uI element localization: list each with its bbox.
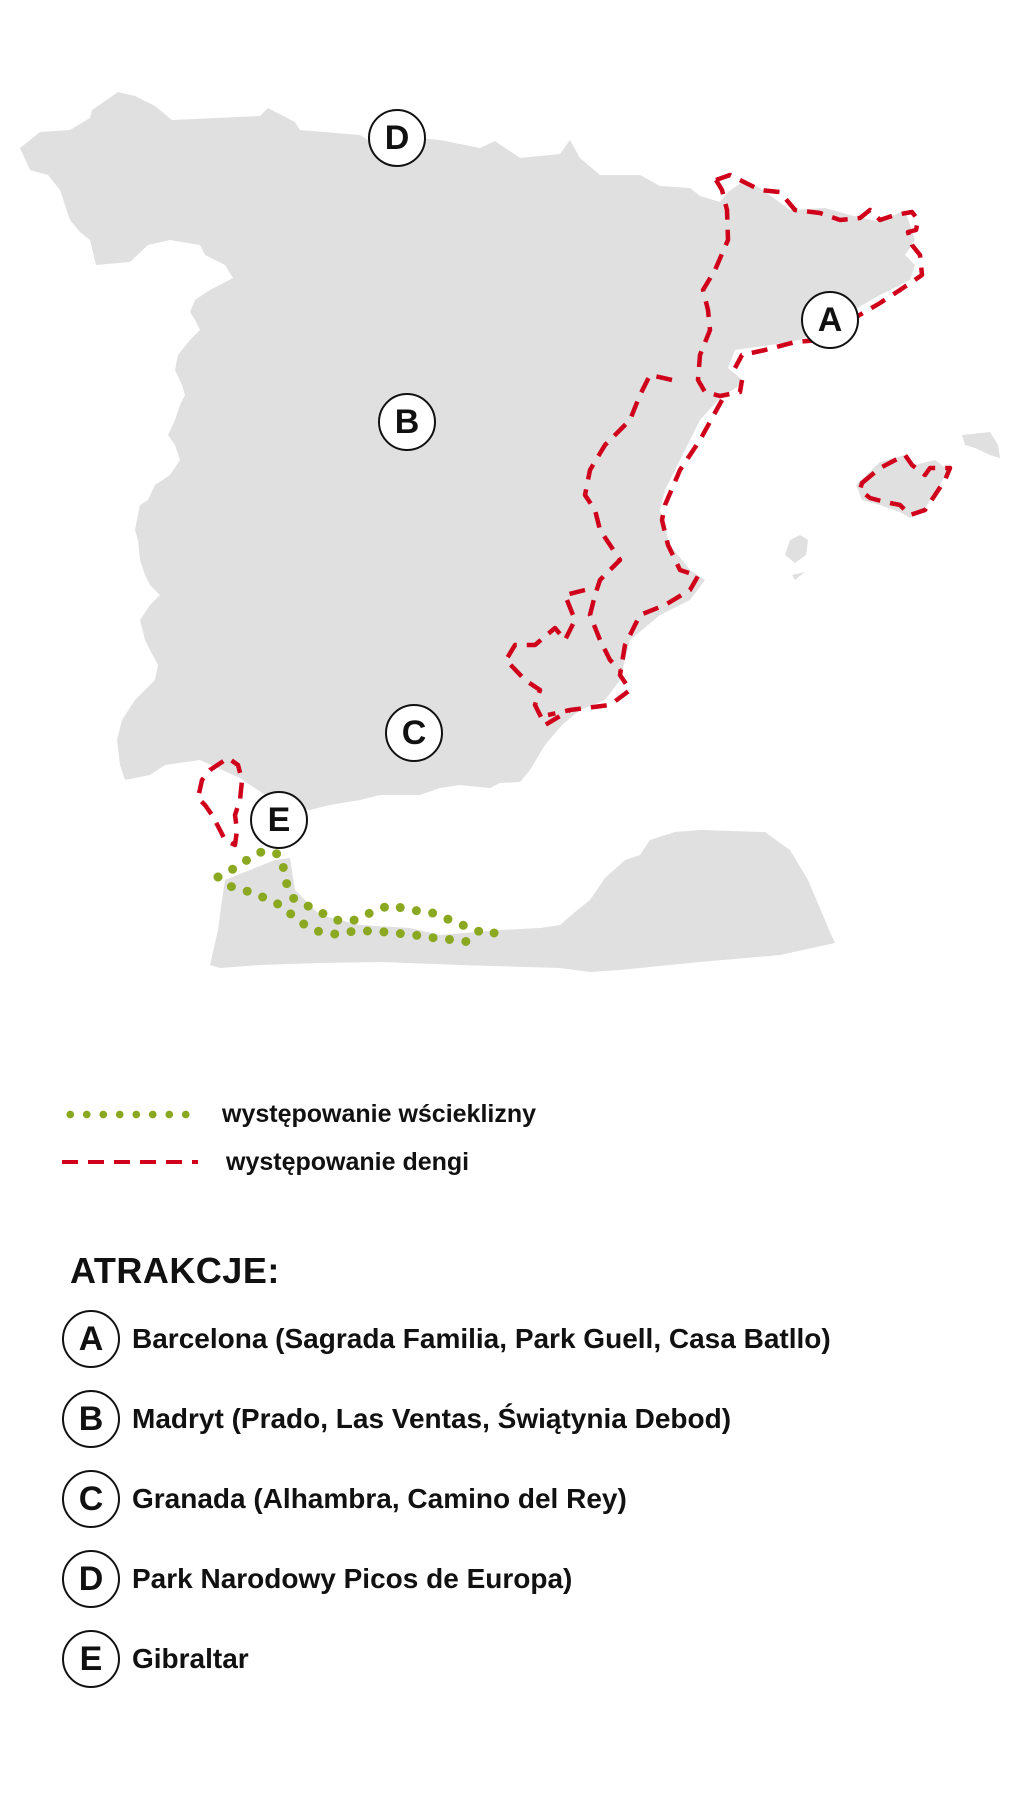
marker-letter: D (384, 119, 410, 157)
legend-item-dengue: występowanie dengi (62, 1138, 536, 1186)
dashed-line-icon (62, 1160, 198, 1164)
attraction-item: E Gibraltar (62, 1630, 831, 1688)
attraction-item: B Madryt (Prado, Las Ventas, Świątynia D… (62, 1390, 831, 1448)
dengue-areas (195, 172, 953, 848)
letter-badge: A (62, 1310, 120, 1368)
legend-item-rabies: występowanie wścieklizny (62, 1090, 536, 1138)
map-graphic (20, 92, 1000, 972)
attraction-item: C Granada (Alhambra, Camino del Rey) (62, 1470, 831, 1528)
map-marker-c: C (385, 704, 443, 762)
dengue-area-murcia (503, 587, 586, 728)
attraction-text: Barcelona (Sagrada Familia, Park Guell, … (132, 1323, 831, 1354)
spain-mainland-shape (20, 92, 915, 810)
attraction-item: A Barcelona (Sagrada Familia, Park Guell… (62, 1310, 831, 1368)
letter-badge: E (62, 1630, 120, 1688)
attraction-text: Granada (Alhambra, Camino del Rey) (132, 1483, 627, 1514)
legend-label: występowanie dengi (226, 1147, 470, 1176)
attractions-list: A Barcelona (Sagrada Familia, Park Guell… (62, 1310, 831, 1710)
dotted-line-icon (62, 1109, 194, 1119)
attractions-title: ATRAKCJE: (70, 1250, 280, 1291)
map-marker-b: B (378, 393, 436, 451)
marker-letter: B (394, 403, 420, 441)
dengue-area-catalonia (715, 172, 925, 370)
marker-letter: A (817, 301, 843, 339)
marker-letter: E (267, 801, 291, 839)
attraction-text: Gibraltar (132, 1643, 249, 1674)
attraction-item: D Park Narodowy Picos de Europa) (62, 1550, 831, 1608)
rabies-area (213, 846, 505, 947)
dengue-area-mallorca (857, 452, 953, 518)
letter-badge: B (62, 1390, 120, 1448)
legend-label: występowanie wścieklizny (222, 1099, 537, 1128)
dengue-area-valencia (547, 398, 724, 718)
menorca-shape (962, 432, 1000, 458)
map-legend: występowanie wścieklizny występowanie de… (62, 1090, 536, 1186)
dengue-area-huelva (195, 755, 245, 848)
marker-letter: C (401, 714, 427, 752)
spain-map: A B C D E (20, 92, 1000, 972)
attraction-text: Park Narodowy Picos de Europa) (132, 1563, 573, 1594)
north-africa-shape (210, 830, 835, 972)
map-marker-d: D (368, 109, 426, 167)
attraction-text: Madryt (Prado, Las Ventas, Świątynia Deb… (132, 1403, 732, 1434)
map-marker-e: E (250, 791, 308, 849)
letter-badge: C (62, 1470, 120, 1528)
ibiza-shape (785, 535, 808, 580)
letter-badge: D (62, 1550, 120, 1608)
map-marker-a: A (801, 291, 859, 349)
